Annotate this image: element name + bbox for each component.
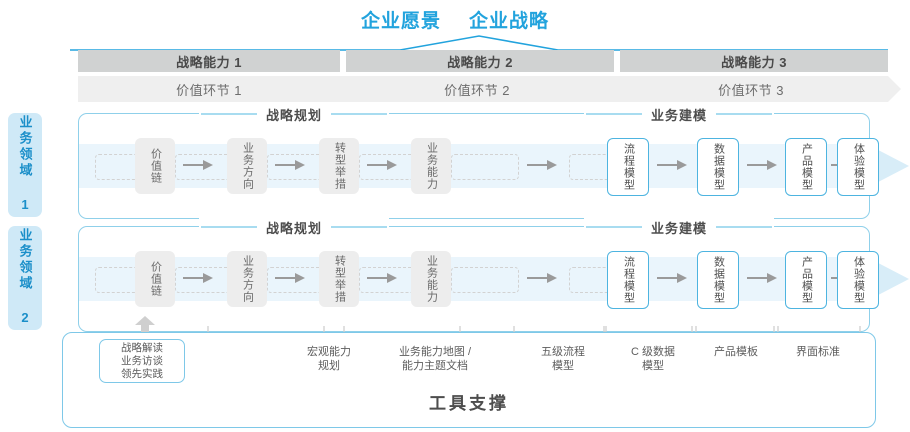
capability-cell-2[interactable]: 战略能力 2 — [346, 50, 614, 72]
node-transformation-measures[interactable]: 转型举措 — [319, 251, 359, 307]
node-value-chain[interactable]: 价值链 — [135, 251, 175, 307]
domain-1-label: 业务领域 1 — [17, 115, 33, 215]
value-link-cell-3[interactable]: 价值环节 3 — [614, 76, 901, 102]
arrow-right-icon — [657, 160, 687, 170]
arrow-right-icon — [275, 160, 305, 170]
capability-cell-3[interactable]: 战略能力 3 — [620, 50, 888, 72]
tool-support-container: 战略解读 业务访谈 领先实践 宏观能力规划 业务能力地图 /能力主题文档 五级流… — [62, 332, 876, 428]
domain-row-2: 战略规划 业务建模 价值链 业务方向 转型举措 业务能力 流程模型 数据模型 产… — [78, 218, 909, 332]
tool-support-title: 工具支撑 — [429, 394, 509, 413]
tool-label-ui-standard: 界面标准 — [796, 346, 840, 358]
arrow-right-icon — [183, 160, 213, 170]
node-value-chain[interactable]: 价值链 — [135, 138, 175, 194]
tool-label-capability-map: 业务能力地图 /能力主题文档 — [398, 346, 472, 372]
placeholder-box — [451, 267, 519, 293]
row-1-section-modeling: 业务建模 — [584, 105, 775, 123]
sidebar-item-domain-2[interactable]: 业务领域 2 — [8, 226, 42, 330]
value-link-label-2: 价值环节 2 — [444, 82, 510, 98]
chevron-notch-icon — [340, 76, 353, 102]
tool-line-1: 战略解读 — [121, 341, 163, 354]
arrow-right-icon — [527, 160, 557, 170]
node-product-model[interactable]: 产品模型 — [785, 138, 827, 196]
arrow-right-icon — [747, 273, 777, 283]
domain-row-1: 战略规划 业务建模 价值链 业务方向 转型举措 业务能力 流程模型 数据模型 产… — [78, 105, 909, 219]
tool-box-strategy-inputs[interactable]: 战略解读 业务访谈 领先实践 — [99, 339, 185, 383]
tool-label-product-template: 产品模板 — [714, 346, 758, 358]
node-data-model[interactable]: 数据模型 — [697, 138, 739, 196]
node-process-model[interactable]: 流程模型 — [607, 138, 649, 196]
row-2-section-planning: 战略规划 — [199, 218, 390, 236]
arrow-right-icon — [183, 273, 213, 283]
value-link-band: 价值环节 1 价值环节 2 价值环节 3 — [78, 76, 901, 102]
node-transformation-measures[interactable]: 转型举措 — [319, 138, 359, 194]
tool-line-2: 业务访谈 — [121, 354, 163, 367]
domain-2-label: 业务领域 2 — [17, 228, 33, 328]
arrow-right-icon — [527, 273, 557, 283]
node-business-direction[interactable]: 业务方向 — [227, 138, 267, 194]
arrow-right-icon — [657, 273, 687, 283]
chevron-notch-icon — [614, 76, 627, 102]
sidebar-item-domain-1[interactable]: 业务领域 1 — [8, 113, 42, 217]
title-enterprise-strategy: 企业战略 — [469, 11, 550, 32]
node-experience-model[interactable]: 体验模型 — [837, 138, 879, 196]
top-titles: 企业愿景 企业战略 — [0, 6, 910, 33]
tool-line-3: 领先实践 — [121, 367, 163, 380]
node-data-model[interactable]: 数据模型 — [697, 251, 739, 309]
tool-label-c-level-data: C 级数据模型 — [631, 346, 675, 372]
node-business-capability[interactable]: 业务能力 — [411, 251, 451, 307]
arrow-right-icon — [367, 160, 397, 170]
section-title-planning: 战略规划 — [266, 220, 323, 236]
value-link-label-3: 价值环节 3 — [718, 82, 784, 98]
tool-label-five-level-process: 五级流程模型 — [541, 346, 585, 372]
value-link-cell-1[interactable]: 价值环节 1 — [78, 76, 353, 102]
node-process-model[interactable]: 流程模型 — [607, 251, 649, 309]
section-title-modeling: 业务建模 — [651, 220, 708, 236]
value-link-cell-2[interactable]: 价值环节 2 — [340, 76, 627, 102]
placeholder-box — [451, 154, 519, 180]
arrow-right-icon — [367, 273, 397, 283]
capability-cell-1[interactable]: 战略能力 1 — [78, 50, 340, 72]
section-title-planning: 战略规划 — [266, 107, 323, 123]
value-link-label-1: 价值环节 1 — [176, 82, 242, 98]
arrow-right-icon — [747, 160, 777, 170]
row-1-section-planning: 战略规划 — [199, 105, 390, 123]
node-business-capability[interactable]: 业务能力 — [411, 138, 451, 194]
node-product-model[interactable]: 产品模型 — [785, 251, 827, 309]
title-enterprise-vision: 企业愿景 — [360, 11, 441, 32]
node-experience-model[interactable]: 体验模型 — [837, 251, 879, 309]
tool-label-macro-capability: 宏观能力规划 — [307, 346, 351, 372]
chevron-notch-icon — [888, 76, 901, 102]
section-title-modeling: 业务建模 — [651, 107, 708, 123]
arrow-right-icon — [275, 273, 305, 283]
arrow-up-icon — [135, 316, 155, 336]
node-business-direction[interactable]: 业务方向 — [227, 251, 267, 307]
row-2-section-modeling: 业务建模 — [584, 218, 775, 236]
capability-band: 战略能力 1 战略能力 2 战略能力 3 — [78, 50, 888, 72]
